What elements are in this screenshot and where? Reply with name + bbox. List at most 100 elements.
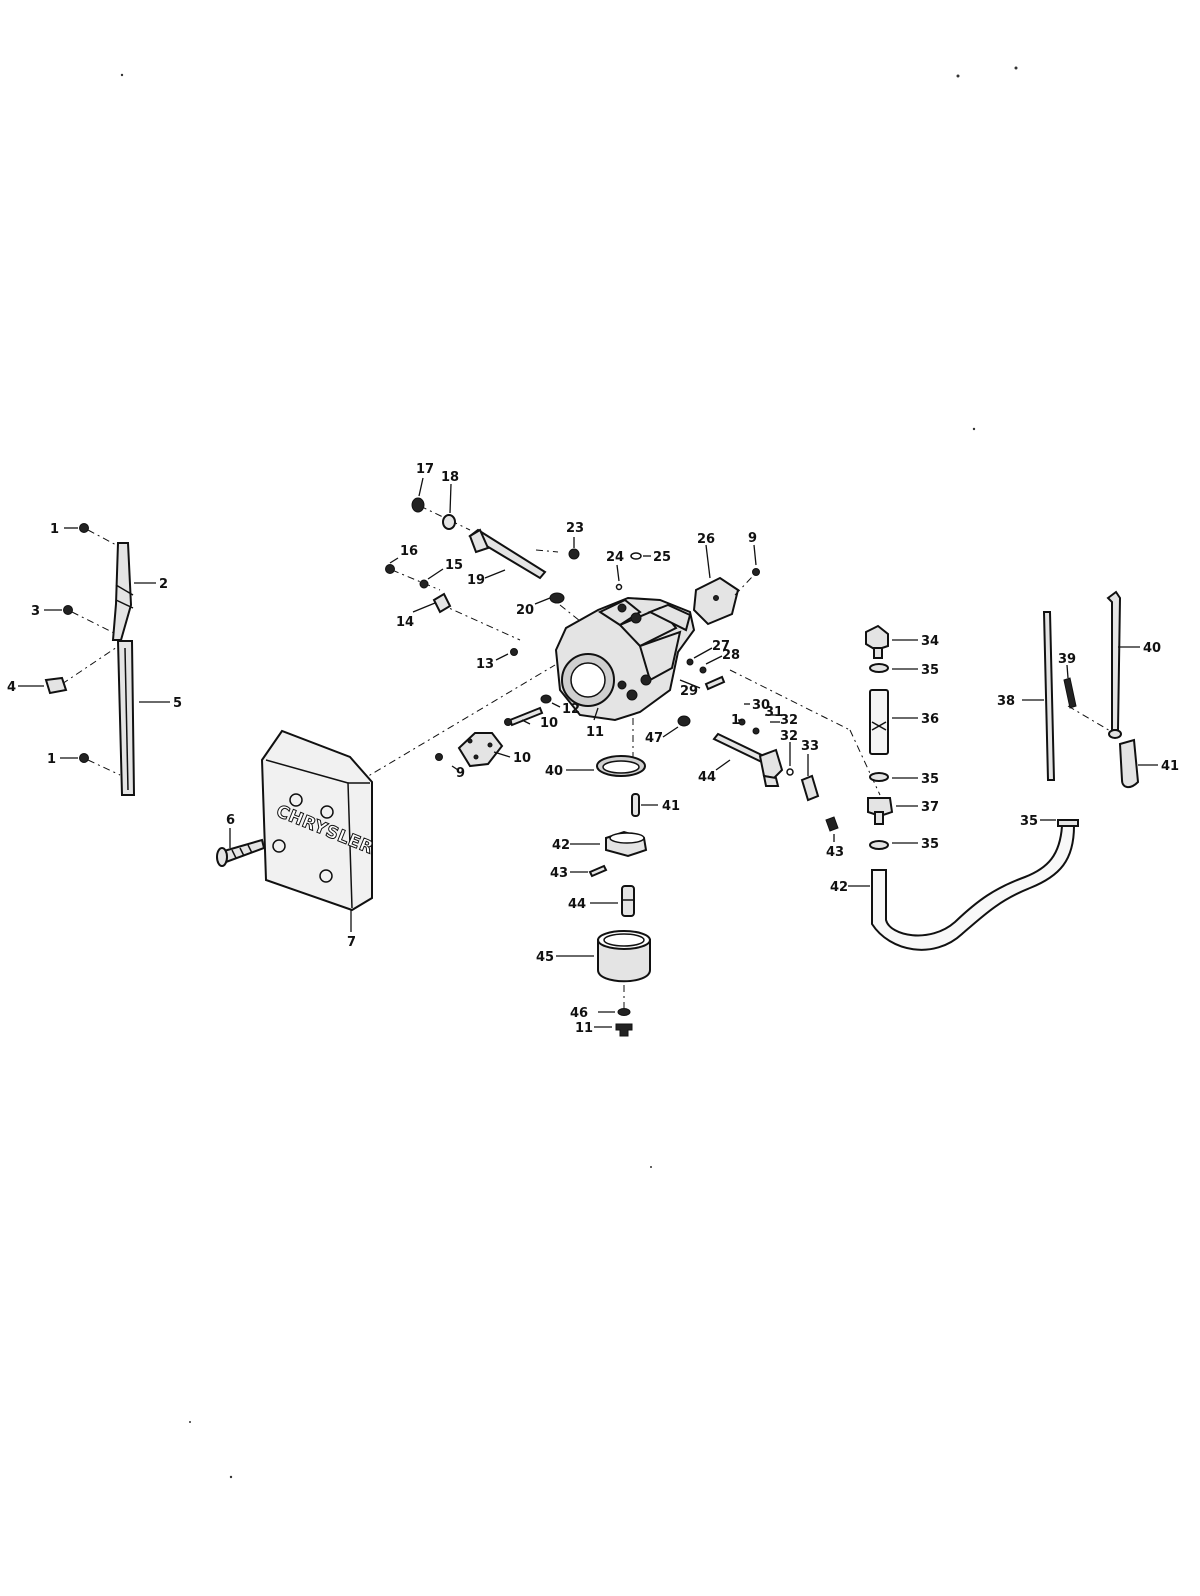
elbow-fitting-part	[865, 624, 889, 652]
callout-2: 2	[159, 577, 168, 592]
jet-part	[540, 694, 552, 704]
plug-part	[510, 648, 518, 656]
callout-35: 35	[921, 663, 939, 678]
hose-clamp-part	[1057, 819, 1079, 827]
spring-part	[1063, 677, 1077, 709]
silencer-cover-part	[260, 729, 373, 912]
air-silencer-group: CHRYSLER 6 7	[216, 664, 556, 950]
clip-part	[44, 676, 68, 695]
choke-rod-part	[1042, 611, 1056, 781]
callout-1: 1	[47, 752, 56, 767]
callout-25: 25	[653, 550, 671, 565]
callout-42: 42	[830, 880, 848, 895]
screw-part	[435, 753, 443, 761]
hose-clamp-part	[869, 772, 889, 782]
callout-49: 43	[550, 866, 568, 881]
float-bowl-group: 40 41 42 43 44 45 46 10 9 9	[536, 755, 680, 1037]
callout-50: 44	[568, 897, 586, 912]
body-small-parts-group: 13 12 10 24 25 26 9 27 28 29	[476, 531, 881, 796]
callout-35: 35	[921, 772, 939, 787]
callout-9: 9	[748, 531, 757, 546]
callout-19: 17	[416, 462, 434, 477]
callout-15: 13	[476, 657, 494, 672]
callout-29: 29	[680, 684, 698, 699]
callout-38: 38	[997, 694, 1015, 709]
callout-21: 19	[467, 573, 485, 588]
callout-51: 45	[536, 950, 554, 965]
choke-lever-group: 47 46 45 29	[645, 703, 839, 842]
callout-1: 1	[50, 522, 59, 537]
hose-clamp-part	[869, 840, 889, 850]
clip-part	[588, 864, 608, 878]
callout-34: 34	[921, 634, 939, 649]
callout-16: 14	[396, 615, 414, 630]
bushing-part	[411, 497, 425, 513]
right-labels-group: 30 1 31 32 32 33 44 34 35 36 35 37 35 35…	[731, 634, 1076, 852]
throttle-linkage-group: 17 18 23 16 15 19 20 14	[385, 462, 586, 641]
spring-part	[699, 666, 707, 674]
callout-40: 40	[1143, 641, 1161, 656]
callout-14: 12	[562, 702, 580, 717]
lever-part	[432, 592, 452, 614]
o-ring-part	[630, 552, 642, 560]
ball-part	[615, 583, 623, 591]
callout-7: 7	[347, 935, 356, 950]
callout-36: 36	[921, 712, 939, 727]
callout-13: 10	[540, 716, 558, 731]
callout-32: 32	[780, 729, 798, 744]
callout-28: 28	[722, 648, 740, 663]
callout-23: 23	[566, 521, 584, 536]
screw-part	[385, 564, 395, 574]
callout-35: 35	[1020, 814, 1038, 829]
callout-31: 31	[765, 705, 783, 720]
screw-part	[704, 675, 726, 691]
callout-44: 44	[698, 770, 716, 785]
callout-30: 30	[752, 698, 770, 713]
callout-48: 42	[552, 838, 570, 853]
fuel-hose-part	[869, 689, 889, 755]
carburetor-body-group: 11	[554, 596, 696, 760]
callout-22: 20	[516, 603, 534, 618]
callout-33: 33	[801, 739, 819, 754]
callout-20: 18	[441, 470, 459, 485]
diaphragm-plate-part	[457, 732, 504, 768]
right-rods-group	[1022, 590, 1158, 788]
callout-27: 27	[712, 639, 730, 654]
needle-valve-part	[825, 816, 839, 832]
knob-part	[1118, 738, 1140, 788]
screw-part	[79, 523, 89, 533]
screw-part	[79, 753, 89, 763]
callout-32: 32	[780, 713, 798, 728]
callout-47: 41	[662, 799, 680, 814]
inlet-needle-part	[621, 885, 635, 917]
screw-part	[752, 568, 760, 576]
ball-part	[686, 658, 694, 666]
sleeve-part	[442, 514, 456, 530]
scan-specks	[120, 66, 1018, 1479]
check-ball-part	[786, 768, 794, 776]
float-bowl-part	[597, 939, 651, 983]
nut-part	[568, 548, 580, 560]
spring-part	[549, 592, 565, 604]
callout-11: 11	[575, 1021, 593, 1036]
diaphragm-group: 9 9	[435, 732, 511, 771]
callout-10: 10	[513, 751, 531, 766]
callout-45: 47	[645, 731, 663, 746]
callout-35: 35	[921, 837, 939, 852]
hose-clamp-part	[869, 663, 889, 673]
callout-43: 43	[826, 845, 844, 860]
callout-18: 16	[400, 544, 418, 559]
callout-6: 6	[226, 813, 235, 828]
control-rod-part	[1106, 590, 1122, 731]
washer-part	[617, 1008, 631, 1016]
callout-46: 40	[545, 764, 563, 779]
cam-part	[677, 715, 691, 727]
fuel-line-part	[871, 825, 1076, 951]
callout-37: 37	[921, 800, 939, 815]
callout-52: 46	[570, 1006, 588, 1021]
callout-9: 9	[456, 766, 465, 781]
callout-41: 41	[1161, 759, 1179, 774]
callout-5: 5	[173, 696, 182, 711]
idle-screw-part	[800, 774, 820, 802]
